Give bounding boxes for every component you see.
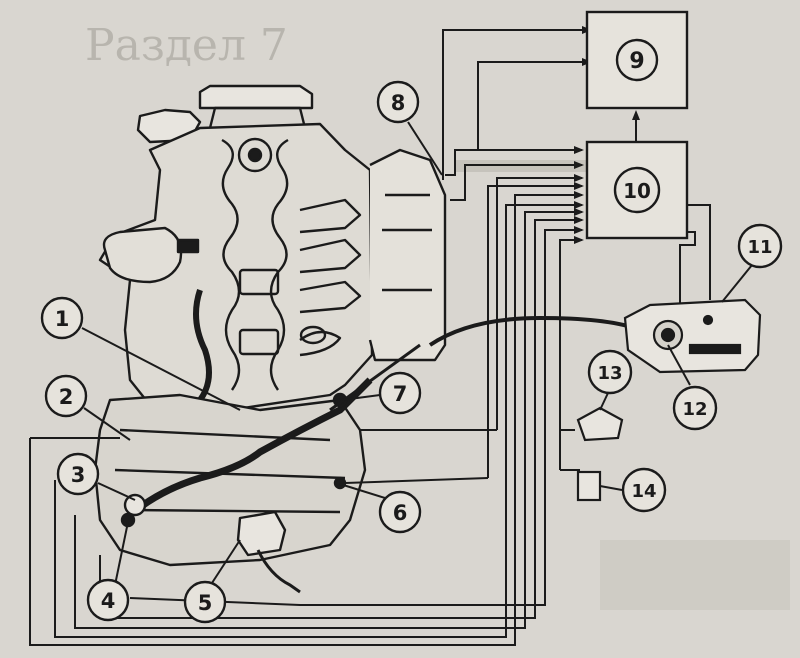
- callout-4-label: 4: [101, 589, 116, 613]
- arrowheads: [574, 26, 640, 244]
- engine-illustration: [93, 84, 447, 594]
- box-9-label: 9: [629, 49, 644, 74]
- callout-3: 3: [56, 452, 100, 496]
- sensor-13: [576, 406, 624, 442]
- callout-1-label: 1: [55, 307, 70, 331]
- background-paragraph: [600, 540, 790, 610]
- callout-6-label: 6: [393, 501, 408, 525]
- callout-13-label: 13: [597, 363, 622, 384]
- callout-1: 1: [40, 296, 84, 340]
- background-heading: Раздел 7: [85, 20, 288, 71]
- callout-leaders: [81, 121, 753, 587]
- callout-14-label: 14: [631, 481, 656, 502]
- instrument-module-11: [623, 298, 762, 374]
- callout-12-label: 12: [682, 399, 707, 420]
- callout-5: 5: [183, 580, 227, 624]
- callout-3-label: 3: [71, 463, 86, 487]
- callout-11-label: 11: [747, 237, 772, 258]
- callout-2-label: 2: [59, 385, 74, 409]
- callout-7: 7: [378, 371, 422, 415]
- callout-11: 11: [737, 223, 783, 269]
- callout-14: 14: [621, 467, 667, 513]
- callout-2: 2: [44, 374, 88, 418]
- ecu-box-9: 9: [585, 10, 689, 110]
- callout-7-label: 7: [393, 382, 408, 406]
- callout-5-label: 5: [198, 591, 213, 615]
- callout-6: 6: [378, 490, 422, 534]
- callout-12: 12: [672, 385, 718, 431]
- sensor-14: [576, 470, 602, 502]
- box-10-label: 10: [623, 179, 651, 203]
- callout-8-label: 8: [391, 91, 406, 115]
- callout-13: 13: [587, 349, 633, 395]
- callout-8: 8: [376, 80, 420, 124]
- ecu-box-10: 10: [585, 140, 689, 240]
- callout-4: 4: [86, 578, 130, 622]
